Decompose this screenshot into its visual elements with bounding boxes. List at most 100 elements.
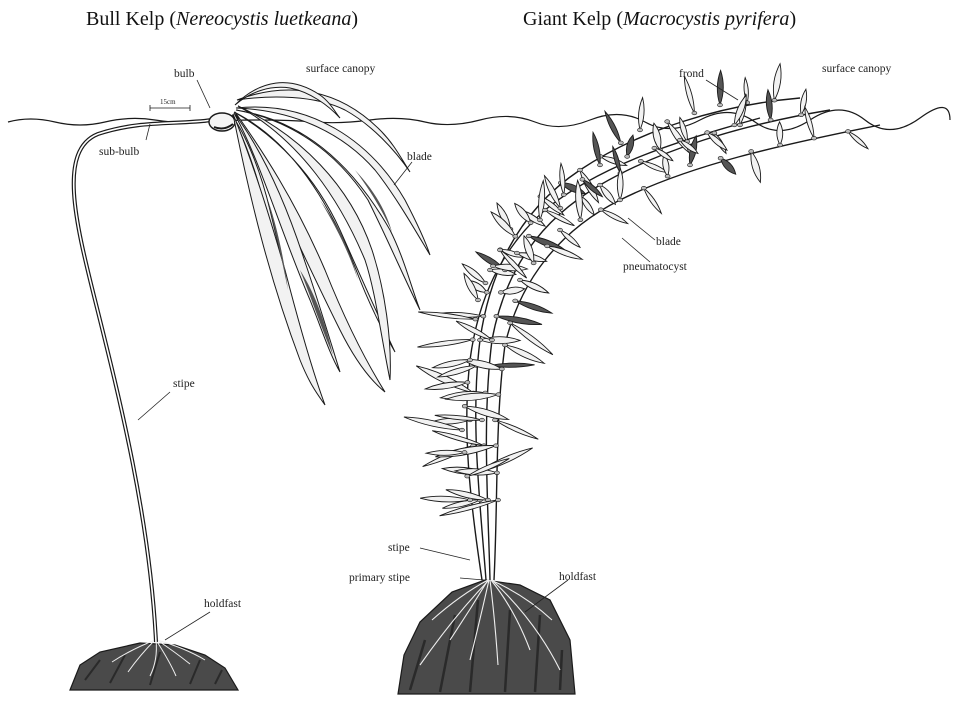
label-sub-bulb: sub-bulb <box>99 146 140 158</box>
pneumatocyst-bulb <box>580 178 585 182</box>
pneumatocyst-bulb <box>598 163 603 167</box>
pneumatocyst-bulb <box>692 111 697 115</box>
pneumatocyst-bulb <box>678 138 683 142</box>
pneumatocyst-bulb <box>531 261 536 265</box>
pneumatocyst-bulb <box>496 498 501 502</box>
giant-blade <box>417 340 472 348</box>
label-primary-stipe: primary stipe <box>349 572 410 584</box>
pneumatocyst-bulb <box>484 291 489 295</box>
giant-holdfast-rock <box>398 580 575 694</box>
giant-blade <box>495 420 538 439</box>
giant-blade <box>600 185 615 204</box>
giant-blade <box>751 151 761 182</box>
label-bull-stipe: stipe <box>173 378 195 390</box>
label-bulb: bulb <box>174 68 195 80</box>
pneumatocyst-bulb <box>496 393 501 397</box>
pneumatocyst-bulb <box>490 264 495 268</box>
pneumatocyst-bulb <box>470 338 475 342</box>
pneumatocyst-bulb <box>480 418 485 422</box>
giant-blade <box>505 345 544 363</box>
pneumatocyst-bulb <box>641 186 646 190</box>
pneumatocyst-bulb <box>494 314 499 318</box>
pneumatocyst-bulb <box>545 244 550 248</box>
giant-blade <box>539 181 545 220</box>
pneumatocyst-bulb <box>493 444 498 448</box>
pneumatocyst-bulb <box>598 208 603 212</box>
pneumatocyst-bulb <box>638 128 643 132</box>
pneumatocyst-bulb <box>688 163 693 167</box>
pneumatocyst-bulb <box>638 159 643 163</box>
pneumatocyst-bulb <box>558 206 563 210</box>
pneumatocyst-bulb <box>513 235 518 239</box>
pneumatocyst-bulb <box>526 234 531 238</box>
label-bull-surface-canopy: surface canopy <box>306 63 376 75</box>
label-giant-stipe: stipe <box>388 542 410 554</box>
pneumatocyst-bulb <box>478 338 483 342</box>
pneumatocyst-bulb <box>513 299 518 303</box>
giant-blades <box>404 64 868 516</box>
pneumatocyst-bulb <box>772 98 777 102</box>
giant-blade <box>605 111 621 143</box>
giant-blade <box>773 64 781 101</box>
pneumatocyst-bulb <box>712 131 717 135</box>
pneumatocyst-bulb <box>561 193 566 197</box>
pneumatocyst-bulb <box>652 146 657 150</box>
giant-blade <box>501 287 525 294</box>
pneumatocyst-bulb <box>518 278 523 282</box>
label-giant-blade: blade <box>656 236 681 248</box>
pneumatocyst-bulb <box>578 168 583 172</box>
pneumatocyst-bulb <box>732 123 737 127</box>
giant-blade <box>515 301 552 313</box>
pneumatocyst-bulb <box>490 338 495 342</box>
pneumatocyst-bulb <box>481 314 486 318</box>
pneumatocyst-bulb <box>538 218 543 222</box>
label-bull-blade: blade <box>407 151 432 163</box>
pneumatocyst-bulb <box>578 218 583 222</box>
pneumatocyst-bulb <box>618 141 623 145</box>
label-giant-surface-canopy: surface canopy <box>822 63 892 75</box>
pneumatocyst-bulb <box>498 291 503 295</box>
giant-blade <box>638 98 644 130</box>
pneumatocyst-bulb <box>705 131 710 135</box>
pneumatocyst-bulb <box>718 156 723 160</box>
pneumatocyst-bulb <box>625 155 630 159</box>
pneumatocyst-bulb <box>498 248 503 252</box>
giant-blade <box>848 131 868 148</box>
pneumatocyst-bulb <box>483 281 488 285</box>
pneumatocyst-bulb <box>768 118 773 122</box>
scale-label: 15cm <box>160 98 176 106</box>
pneumatocyst-bulb <box>558 228 563 232</box>
pneumatocyst-bulb <box>718 103 723 107</box>
pneumatocyst-bulb <box>598 183 603 187</box>
pneumatocyst-bulb <box>462 404 467 408</box>
giant-blade <box>420 496 470 502</box>
giant-blade <box>560 230 580 247</box>
pneumatocyst-bulb <box>528 221 533 225</box>
pneumatocyst-bulb <box>749 150 754 154</box>
pneumatocyst-bulb <box>468 358 473 362</box>
giant-blade <box>576 180 583 219</box>
pneumatocyst-bulb <box>846 130 851 134</box>
pneumatocyst-bulb <box>494 471 499 475</box>
pneumatocyst-bulb <box>508 321 513 325</box>
giant-blade <box>644 188 662 213</box>
giant-blade <box>721 158 736 174</box>
pneumatocyst-bulb <box>738 123 743 127</box>
pneumatocyst-bulb <box>514 251 519 255</box>
pneumatocyst-bulb <box>465 381 470 385</box>
giant-blade <box>766 90 772 120</box>
pneumatocyst-bulb <box>778 143 783 147</box>
bull-kelp: 15cm bulb sub-bulb surface canopy blade … <box>70 63 432 690</box>
pneumatocyst-bulb <box>503 343 508 347</box>
pneumatocyst-bulb <box>799 113 804 117</box>
pneumatocyst-bulb <box>665 174 670 178</box>
pneumatocyst-bulb <box>473 317 478 321</box>
giant-blade <box>684 76 694 113</box>
label-pneumatocyst: pneumatocyst <box>623 261 688 273</box>
pneumatocyst-bulb <box>665 120 670 124</box>
giant-blade <box>777 122 783 145</box>
pneumatocyst-bulb <box>543 208 548 212</box>
pneumatocyst-bulb <box>618 198 623 202</box>
giant-blade <box>560 163 565 194</box>
